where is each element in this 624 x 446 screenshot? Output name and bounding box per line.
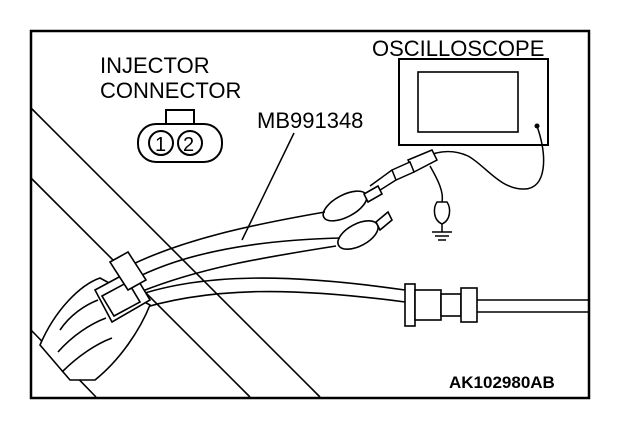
injector-connector-symbol	[137, 109, 223, 163]
oscilloscope-label: OSCILLOSCOPE	[372, 36, 545, 61]
harness-clips	[322, 184, 393, 250]
injector-connector-label-line1: INJECTOR	[100, 53, 210, 78]
tool-leader-line	[241, 132, 295, 241]
oscilloscope-screen	[417, 71, 519, 133]
tool-part-number-label: MB991348	[257, 108, 364, 133]
figure-id-label: AK102980AB	[449, 373, 555, 392]
connector-pin-2-label: 2	[183, 134, 195, 156]
harness-wires	[124, 211, 406, 313]
injector	[39, 250, 152, 381]
oscilloscope	[398, 58, 549, 146]
injector-connector-label-line2: CONNECTOR	[100, 78, 242, 103]
ground-lead	[429, 165, 452, 241]
oscilloscope-body	[398, 58, 549, 146]
probe-lead	[424, 125, 545, 190]
inline-connector	[404, 283, 589, 327]
probe-clip	[369, 149, 439, 195]
connector-pin-1-label: 1	[155, 134, 167, 156]
diagram-frame	[29, 29, 591, 400]
